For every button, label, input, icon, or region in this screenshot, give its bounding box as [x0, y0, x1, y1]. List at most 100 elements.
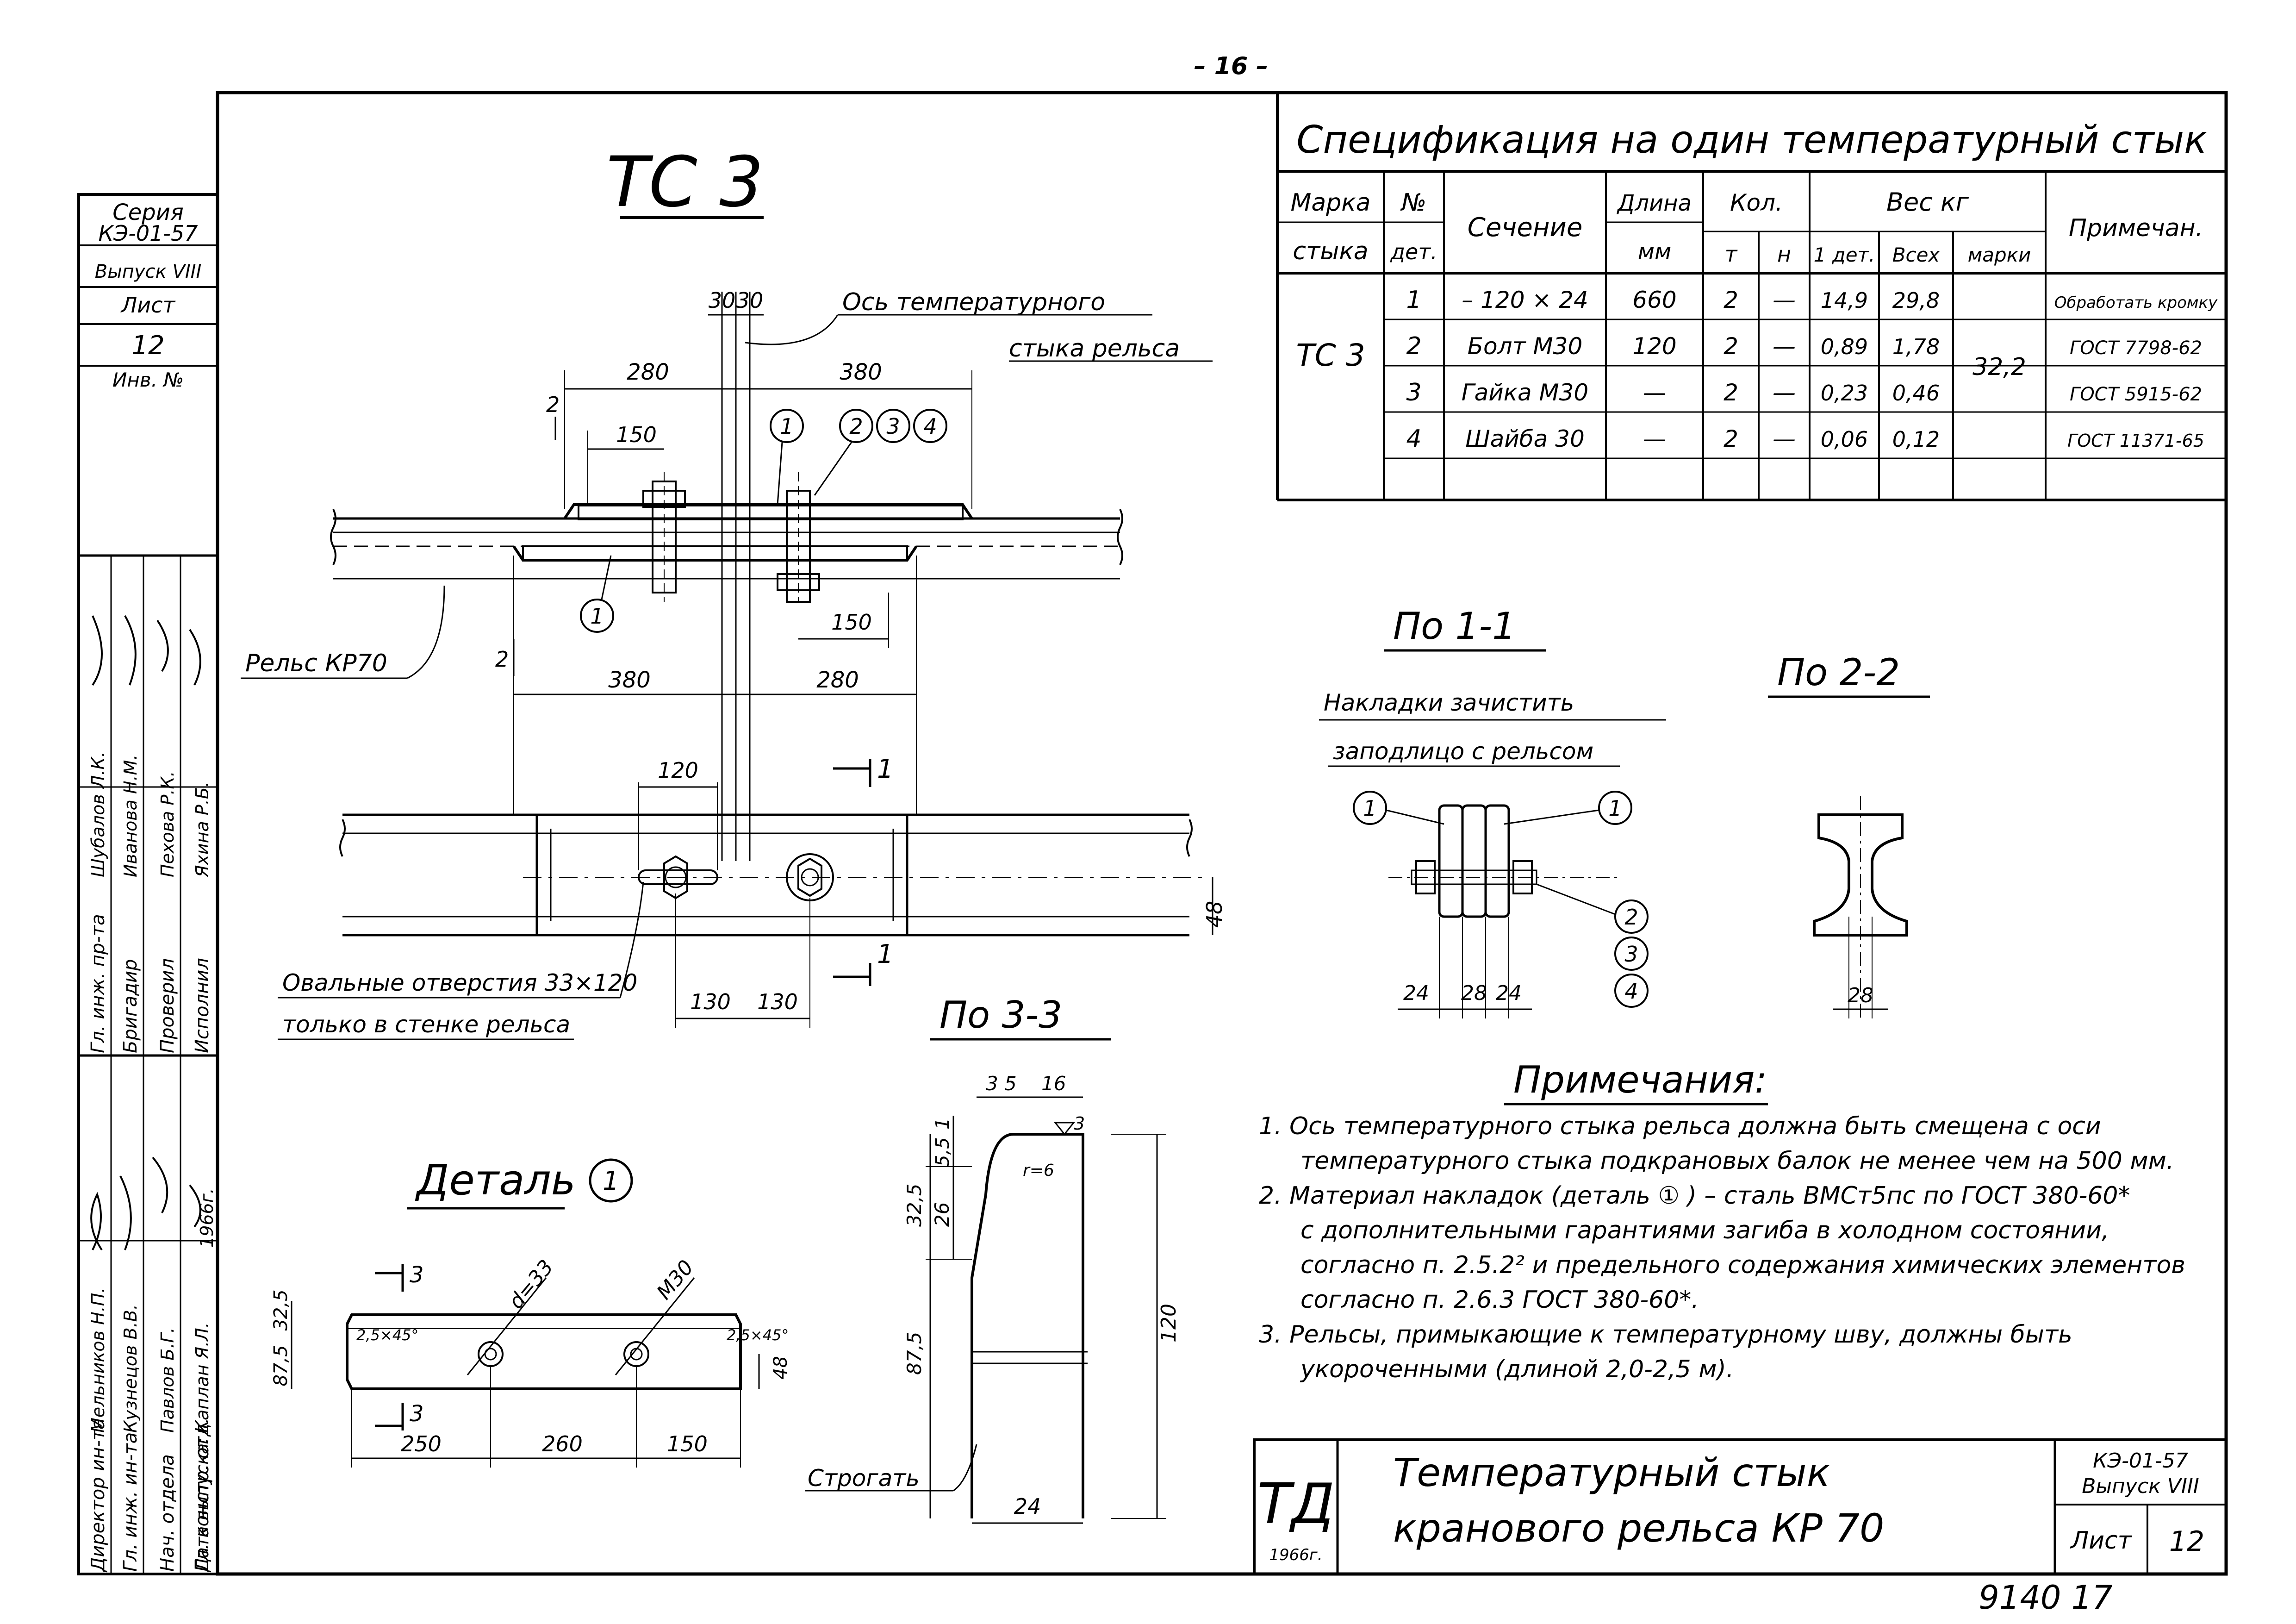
- row1-length: 660: [1632, 287, 1676, 313]
- tb-issue: Выпуск VIII: [2082, 1474, 2199, 1498]
- sec33-dim-5: 5: [1004, 1072, 1017, 1095]
- role-brigadier: Бригадир: [120, 959, 141, 1053]
- sec33-dim-5-5: 5,5: [932, 1137, 953, 1167]
- row1-note: Обработать кромку: [2054, 294, 2218, 312]
- section-mark-1-top: 1: [877, 754, 894, 784]
- row4-t: 2: [1724, 425, 1738, 452]
- dim-130-left: 130: [690, 989, 731, 1014]
- dim-150-top: 150: [616, 422, 657, 447]
- detail-dim-250: 250: [401, 1431, 442, 1456]
- sec11-dim-28: 28: [1461, 981, 1487, 1005]
- role-checked: Проверил: [157, 958, 178, 1053]
- note-line-2: температурного стыка подкрановых балок н…: [1300, 1147, 2174, 1175]
- section-1-1: По 1-1 Накладки зачистить заподлицо с ре…: [1319, 605, 1666, 1018]
- row2-t: 2: [1724, 333, 1738, 360]
- section-2-2: По 2-2 28: [1768, 651, 1930, 1018]
- name-shubalov: Шубалов Л.К.: [88, 751, 108, 877]
- role-chief-engineer: Гл. инж. ин-та: [120, 1432, 141, 1572]
- section-mark-1-bottom: 1: [877, 939, 894, 969]
- note-line-8: укороченными (длиной 2,0-2,5 м).: [1300, 1355, 1734, 1383]
- role-chief-engineer-project: Гл. инж. пр-та: [87, 914, 109, 1053]
- spec-row-4: 4 Шайба 30 — 2 — 0,06 0,12 ГОСТ 11371-65: [1406, 425, 2204, 453]
- plan-callouts: 1 2 3 4 1: [580, 409, 947, 633]
- hdr-mark-1: Марка: [1290, 189, 1370, 217]
- row1-all: 29,8: [1892, 288, 1940, 313]
- section-2-title: По 2-2: [1777, 651, 1900, 694]
- title-line-1: Температурный стык: [1393, 1450, 1830, 1495]
- callout-3-top: 3: [886, 414, 900, 439]
- title-line-2: кранового рельса КР 70: [1393, 1505, 1884, 1551]
- detail-num: 1: [603, 1166, 619, 1196]
- name-yakhina: Яхина Р.Б.: [192, 781, 212, 878]
- row3-note: ГОСТ 5915-62: [2070, 384, 2202, 405]
- side-stamp: Серия КЭ-01-57 Выпуск VIII Лист 12 Инв. …: [77, 193, 219, 1575]
- note-line-5: согласно п. 2.5.2² и предельного содержа…: [1300, 1251, 2185, 1279]
- title-block: ТД 1966г. Температурный стык кранового р…: [1253, 1438, 2228, 1575]
- row2-section: Болт М30: [1468, 333, 1583, 360]
- dim-2-bottom: 2: [495, 647, 509, 672]
- detail-dim-150: 150: [667, 1431, 708, 1456]
- row1-t: 2: [1724, 287, 1738, 313]
- hdr-num-1: №: [1400, 189, 1426, 217]
- hdr-weight-mark: марки: [1968, 244, 2031, 266]
- axis-label-1: Ось температурного: [842, 288, 1105, 316]
- oval-holes-label-1: Овальные отверстия 33×120: [282, 969, 637, 996]
- detail-title: Деталь: [415, 1156, 576, 1205]
- dim-280-bottom: 280: [816, 667, 859, 693]
- main-view-title: ТС 3: [606, 142, 763, 223]
- dim-380-bottom: 380: [608, 667, 651, 693]
- detail-dim-48: 48: [770, 1356, 791, 1380]
- row2-note: ГОСТ 7798-62: [2070, 337, 2202, 359]
- row4-n: —: [1773, 425, 1796, 452]
- dim-48-elev: 48: [1202, 901, 1227, 928]
- dim-280-top: 280: [627, 359, 669, 385]
- detail-dim-87-5: 87,5: [270, 1345, 292, 1386]
- row2-all: 1,78: [1892, 334, 1940, 359]
- hdr-weight-all: Всех: [1892, 244, 1941, 266]
- detail-1: Деталь 1 d=33 М30 2,5×45° 2,5×45° 32,5 8…: [270, 1156, 791, 1468]
- sec11-callout-3: 3: [1624, 942, 1638, 967]
- row4-note: ГОСТ 11371-65: [2067, 431, 2204, 451]
- section-1-title: По 1-1: [1393, 605, 1516, 648]
- clean-label-2: заподлицо с рельсом: [1333, 738, 1593, 765]
- hdr-length-2: мм: [1638, 239, 1671, 265]
- sec33-roughness: 3: [1074, 1113, 1085, 1134]
- hdr-mark-2: стыка: [1293, 237, 1368, 265]
- row4-one: 0,06: [1821, 427, 1868, 452]
- plan-dimensions: 280 380 30 30 150 2 150 2 380 280: [495, 288, 972, 815]
- row3-num: 3: [1406, 379, 1421, 406]
- row4-all: 0,12: [1892, 427, 1940, 452]
- signature-marks: [90, 615, 201, 1251]
- sec33-dim-120: 120: [1157, 1304, 1181, 1343]
- detail-dim-260: 260: [542, 1431, 583, 1456]
- hdr-weight: Вес кг: [1886, 187, 1969, 217]
- sec11-callout-1-right: 1: [1608, 796, 1622, 821]
- notes-title: Примечания:: [1513, 1058, 1767, 1101]
- rail-label: Рельс КР70: [245, 650, 387, 677]
- role-executed: Исполнил: [192, 958, 213, 1053]
- spec-row-1: 1 – 120 × 24 660 2 — 14,9 29,8 Обработат…: [1406, 286, 2218, 314]
- dim-2-top: 2: [546, 392, 560, 417]
- logo-year: 1966г.: [1269, 1546, 1322, 1564]
- row3-one: 0,23: [1821, 381, 1868, 406]
- note-line-4: с дополнительными гарантиями загиба в хо…: [1300, 1217, 2109, 1244]
- role-director: Директор ин-та: [87, 1418, 109, 1573]
- row2-length: 120: [1632, 333, 1676, 360]
- dim-30-left: 30: [709, 288, 736, 313]
- sec11-dim-24-right: 24: [1496, 981, 1522, 1005]
- tb-sheet-label: Лист: [2070, 1527, 2132, 1555]
- detail-dim-d33: d=33: [504, 1255, 558, 1313]
- logo: ТД: [1257, 1472, 1334, 1537]
- detail-chamfer-right: 2,5×45°: [727, 1326, 789, 1344]
- rail-elevation-view: 1 1 120 48 130 130: [339, 754, 1227, 1028]
- stamp-series: КЭ-01-57: [98, 221, 198, 246]
- note-line-1: 1. Ось температурного стыка рельса должн…: [1259, 1112, 2101, 1140]
- note-line-3: 2. Материал накладок (деталь ① ) – сталь…: [1259, 1182, 2130, 1210]
- name-ivanova: Иванова Н.М.: [120, 755, 141, 877]
- notes: Примечания: 1. Ось температурного стыка …: [1259, 1058, 2185, 1383]
- stamp-sheet-label: Лист: [120, 293, 176, 318]
- role-head-dept: Нач. отдела: [157, 1454, 178, 1572]
- row1-num: 1: [1406, 286, 1421, 314]
- dim-120-elev: 120: [658, 758, 698, 783]
- row3-length: —: [1643, 379, 1666, 406]
